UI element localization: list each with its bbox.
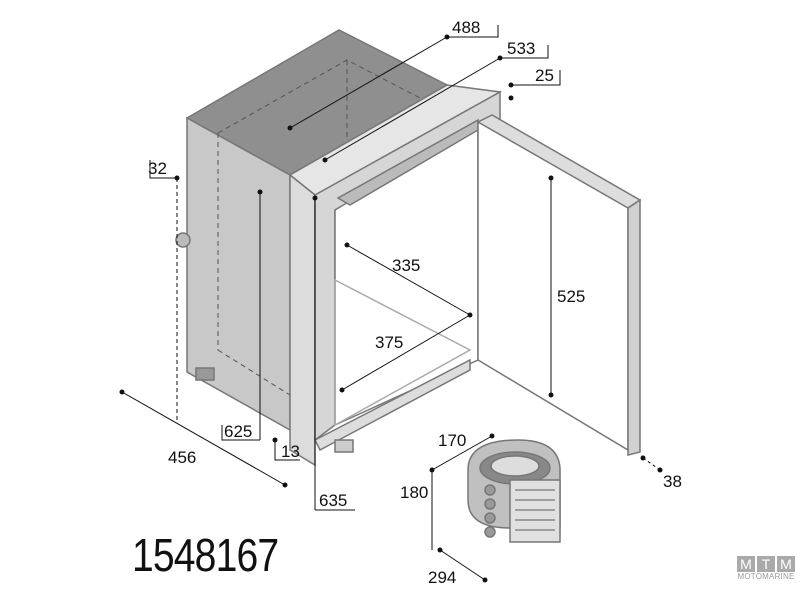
front-frame-left [289, 173, 316, 467]
logo-letter: M [737, 556, 755, 572]
dim-294: 294 [428, 568, 456, 587]
dimension-points [119, 34, 663, 583]
model-number: 1548167 [132, 529, 279, 581]
dim-456: 456 [168, 448, 196, 467]
motomarine-logo: M T M MOTOMARINE [734, 556, 798, 581]
compressor [467, 439, 561, 543]
dim-635: 635 [319, 491, 347, 510]
dim-180: 180 [400, 483, 428, 502]
hidden-lines [217, 59, 421, 396]
cabinet-floor [334, 278, 472, 427]
dimension-lines [121, 25, 661, 581]
dim-375: 375 [375, 333, 403, 352]
dim-25: 25 [535, 66, 554, 85]
dim-488: 488 [452, 18, 480, 37]
cabinet-foot [195, 367, 215, 381]
dim-32: 32 [148, 159, 167, 178]
door-panel [477, 120, 629, 452]
logo-subtitle: MOTOMARINE [737, 572, 795, 581]
thermostat-knob [175, 232, 191, 248]
mounting-bracket [334, 439, 354, 453]
logo-letter: T [757, 556, 775, 572]
door-side [627, 198, 641, 456]
dim-625: 625 [224, 422, 252, 441]
dim-335: 335 [392, 256, 420, 275]
dim-38: 38 [663, 472, 682, 491]
frame-bottom [313, 358, 471, 452]
dimension-labels: 488 533 25 32 335 525 375 456 625 13 635… [148, 18, 682, 587]
dim-170: 170 [438, 431, 466, 450]
logo-letter: M [777, 556, 795, 572]
dim-533: 533 [507, 39, 535, 58]
dim-13: 13 [281, 442, 300, 461]
dim-525: 525 [557, 287, 585, 306]
